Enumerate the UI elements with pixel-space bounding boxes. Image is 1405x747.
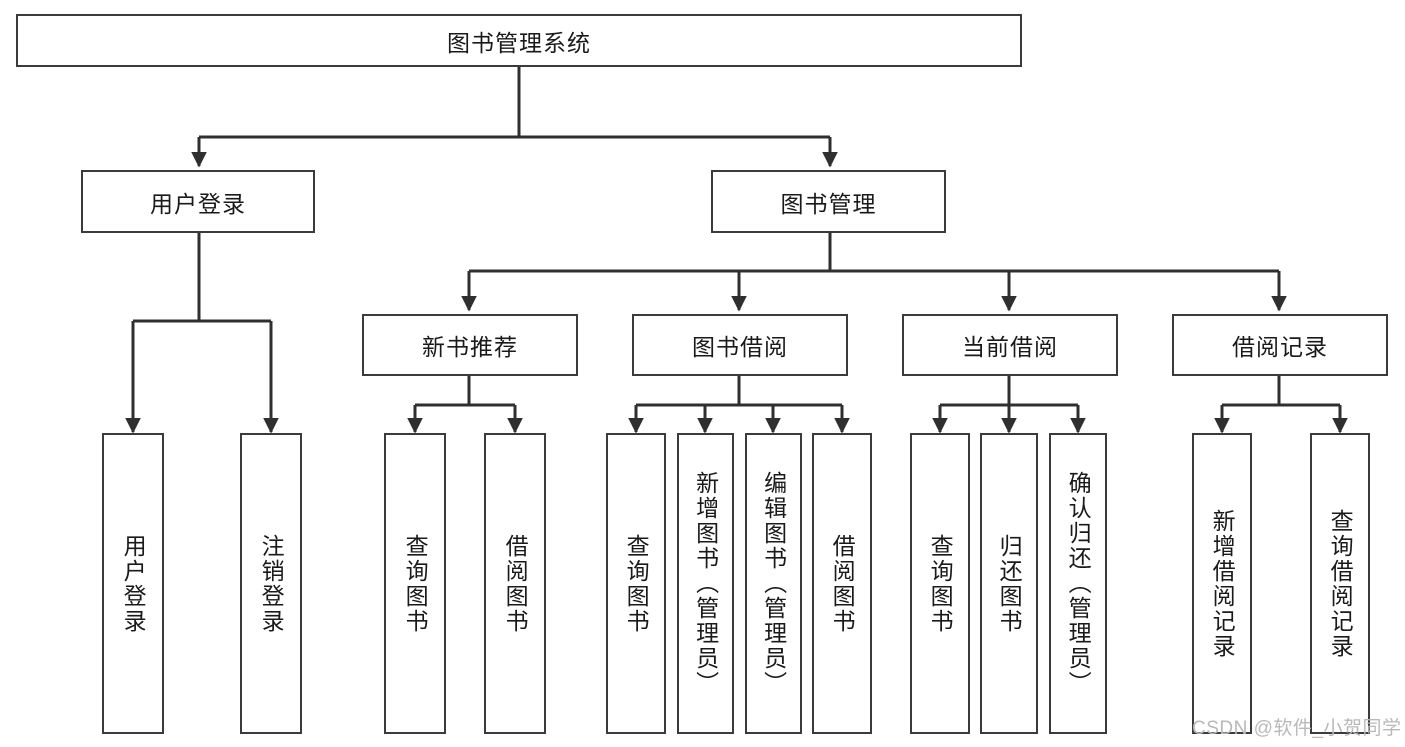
node-leaf-add-record[interactable]: 新增借阅记录	[1192, 433, 1252, 734]
node-leaf-return-book[interactable]: 归还图书	[980, 433, 1038, 734]
node-book-borrow[interactable]: 图书借阅	[632, 314, 848, 376]
node-borrow-record-label: 借阅记录	[1232, 334, 1328, 360]
node-leaf-borrow-book-2[interactable]: 借阅图书	[812, 433, 872, 734]
node-leaf-query-book-2[interactable]: 查询图书	[606, 433, 666, 734]
node-leaf-query-book-3-label: 查询图书	[927, 533, 954, 634]
node-book-manage-label: 图书管理	[780, 190, 877, 217]
node-leaf-borrow-book-1[interactable]: 借阅图书	[484, 433, 546, 734]
node-leaf-return-book-label: 归还图书	[996, 533, 1023, 634]
node-leaf-add-book-label: 新增图书（管理员）	[692, 471, 719, 696]
node-leaf-borrow-book-1-label: 借阅图书	[502, 533, 529, 634]
node-leaf-user-login-label: 用户登录	[120, 533, 147, 634]
node-new-book-rec-label: 新书推荐	[422, 334, 518, 360]
node-book-borrow-label: 图书借阅	[692, 334, 788, 360]
node-new-book-rec[interactable]: 新书推荐	[362, 314, 578, 376]
node-book-manage[interactable]: 图书管理	[711, 170, 946, 233]
node-leaf-query-book-1-label: 查询图书	[402, 533, 429, 634]
node-leaf-query-record-label: 查询借阅记录	[1327, 508, 1354, 659]
node-leaf-borrow-book-2-label: 借阅图书	[829, 533, 856, 634]
node-leaf-query-record[interactable]: 查询借阅记录	[1310, 433, 1370, 734]
node-leaf-query-book-1[interactable]: 查询图书	[384, 433, 446, 734]
node-root-label: 图书管理系统	[447, 29, 591, 56]
node-user-login[interactable]: 用户登录	[81, 170, 315, 233]
node-user-login-label: 用户登录	[150, 190, 246, 217]
node-leaf-add-record-label: 新增借阅记录	[1209, 508, 1236, 659]
node-current-borrow[interactable]: 当前借阅	[902, 314, 1118, 376]
csdn-watermark: CSDN @软件_小贺同学	[1192, 718, 1402, 739]
node-leaf-query-book-2-label: 查询图书	[623, 533, 650, 634]
node-root-system[interactable]: 图书管理系统	[16, 14, 1022, 67]
node-leaf-logout[interactable]: 注销登录	[240, 433, 302, 734]
node-current-borrow-label: 当前借阅	[962, 334, 1058, 360]
node-leaf-logout-label: 注销登录	[258, 533, 285, 634]
node-leaf-edit-book[interactable]: 编辑图书（管理员）	[745, 433, 802, 734]
node-leaf-query-book-3[interactable]: 查询图书	[910, 433, 970, 734]
node-leaf-user-login[interactable]: 用户登录	[102, 433, 164, 734]
node-leaf-confirm-return[interactable]: 确认归还（管理员）	[1049, 433, 1107, 734]
node-leaf-edit-book-label: 编辑图书（管理员）	[760, 471, 787, 696]
node-leaf-add-book[interactable]: 新增图书（管理员）	[677, 433, 734, 734]
node-leaf-confirm-return-label: 确认归还（管理员）	[1065, 471, 1092, 696]
node-borrow-record[interactable]: 借阅记录	[1172, 314, 1388, 376]
